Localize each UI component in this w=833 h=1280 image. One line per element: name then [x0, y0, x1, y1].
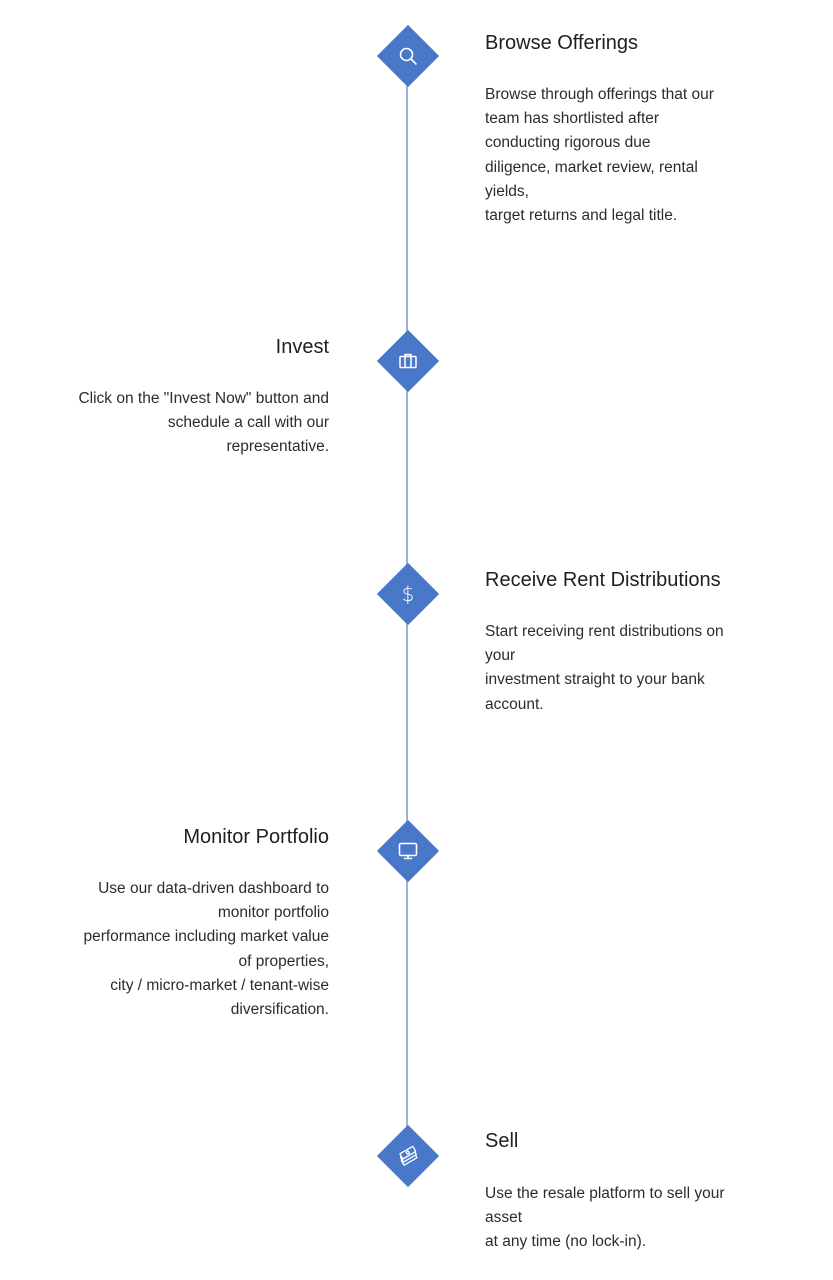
description-line: city / micro-market / tenant-wise — [110, 976, 329, 994]
description-line: Use the resale platform to sell your — [485, 1185, 725, 1202]
description-line: monitor portfolio — [217, 904, 329, 922]
search-icon — [386, 34, 430, 78]
step-2-title: Invest — [275, 336, 329, 358]
step-2-description: Click on the "Invest Now" button and sch… — [78, 387, 329, 460]
cash-stack-icon — [386, 1134, 430, 1178]
monitor-icon — [386, 829, 430, 873]
step-1-marker — [376, 24, 439, 88]
description-line: account. — [485, 695, 544, 713]
step-4-marker — [376, 819, 439, 883]
description-line: representative. — [226, 438, 329, 456]
description-line: at any time (no lock-in). — [485, 1233, 647, 1251]
description-line: performance including market value — [83, 928, 329, 946]
dollar-glyph: $ — [401, 582, 414, 606]
description-line: team has shortlisted after — [485, 110, 660, 128]
step-4-title: Monitor Portfolio — [183, 826, 329, 848]
briefcase-icon — [386, 339, 430, 383]
step-3-marker: $ — [376, 562, 439, 626]
description-line: asset — [485, 1209, 523, 1227]
step-2-marker — [376, 329, 439, 393]
description-line: conducting rigorous due — [485, 134, 651, 152]
step-4-description: Use our data-driven dashboard to monitor… — [83, 877, 329, 1022]
description-line: investment straight to your bank — [485, 671, 705, 689]
description-line: Click on the "Invest Now" button and — [78, 390, 329, 407]
description-line: diversification. — [230, 1001, 329, 1019]
step-1-title: Browse Offerings — [485, 32, 639, 54]
step-5-title: Sell — [485, 1130, 519, 1152]
step-1-description: Browse through offerings that our team h… — [485, 83, 714, 228]
description-line: your — [485, 647, 516, 665]
description-line: schedule a call with our — [167, 414, 329, 432]
description-line: Start receiving rent distributions on — [485, 623, 724, 640]
description-line: diligence, market review, rental — [485, 158, 698, 176]
step-3-title: Receive Rent Distributions — [485, 569, 721, 591]
description-line: Use our data-driven dashboard to — [98, 880, 329, 897]
description-line: yields, — [485, 182, 529, 200]
step-3-description: Start receiving rent distributions on yo… — [485, 620, 724, 717]
description-line: target returns and legal title. — [485, 207, 678, 225]
step-5-marker — [376, 1124, 439, 1188]
description-line: Browse through offerings that our — [485, 86, 714, 103]
description-line: of properties, — [238, 952, 329, 970]
step-5-description: Use the resale platform to sell your ass… — [485, 1182, 725, 1255]
dollar-icon: $ — [386, 572, 430, 616]
